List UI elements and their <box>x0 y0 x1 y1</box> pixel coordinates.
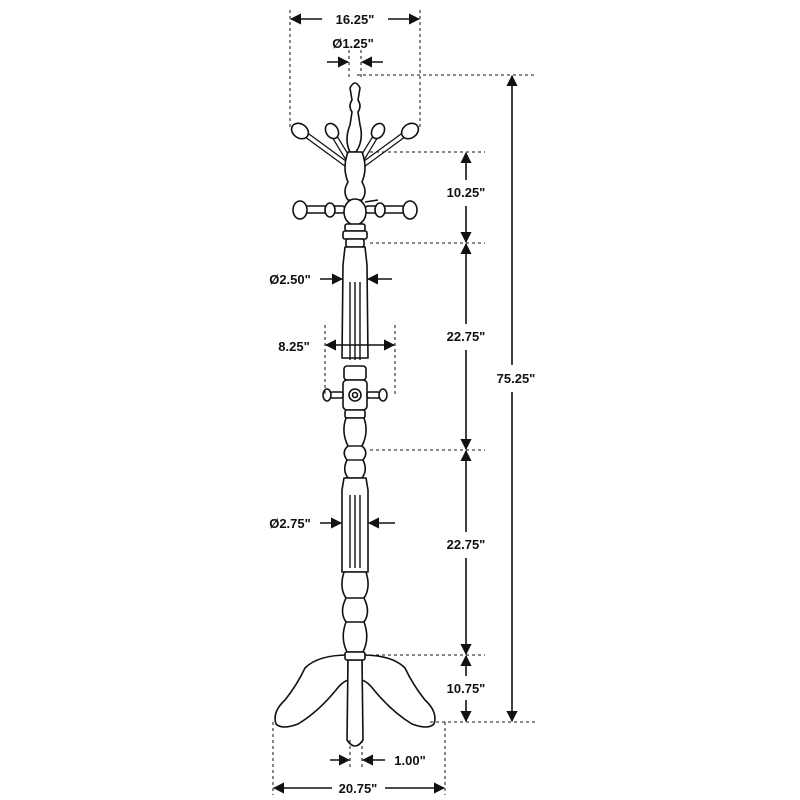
dimension-labels: 16.25" Ø1.25" 10.25" Ø2.50" 8.25" 22.75"… <box>269 12 535 796</box>
label-total-height: 75.25" <box>497 371 536 386</box>
label-middle-hook-width: 8.25" <box>278 339 309 354</box>
upper-neck <box>344 151 366 201</box>
label-base-width: 20.75" <box>339 781 378 796</box>
horizontal-hooks <box>292 198 418 226</box>
lower-fluted-column <box>341 477 369 573</box>
top-finial <box>346 82 363 153</box>
label-top-width: 16.25" <box>336 12 375 27</box>
label-lower-column-diameter: Ø2.75" <box>269 516 311 531</box>
label-lower-column-height: 22.75" <box>447 537 486 552</box>
tripod-base <box>274 651 436 747</box>
upper-hooks <box>290 122 420 167</box>
coat-rack-drawing <box>274 82 436 747</box>
label-top-finial-diameter: Ø1.25" <box>332 36 374 51</box>
middle-hook-block <box>322 365 388 419</box>
lower-turned-section <box>341 571 369 653</box>
collar-rings <box>342 223 368 248</box>
label-base-height: 10.75" <box>447 681 486 696</box>
label-upper-column-diameter: Ø2.50" <box>269 272 311 287</box>
dimension-arrows <box>272 13 518 794</box>
label-upper-hook-spacing: 10.25" <box>447 185 486 200</box>
upper-fluted-column <box>341 246 369 360</box>
label-upper-column-height: 22.75" <box>447 329 486 344</box>
turned-middle-section <box>343 417 367 479</box>
label-foot-width: 1.00" <box>394 753 425 768</box>
